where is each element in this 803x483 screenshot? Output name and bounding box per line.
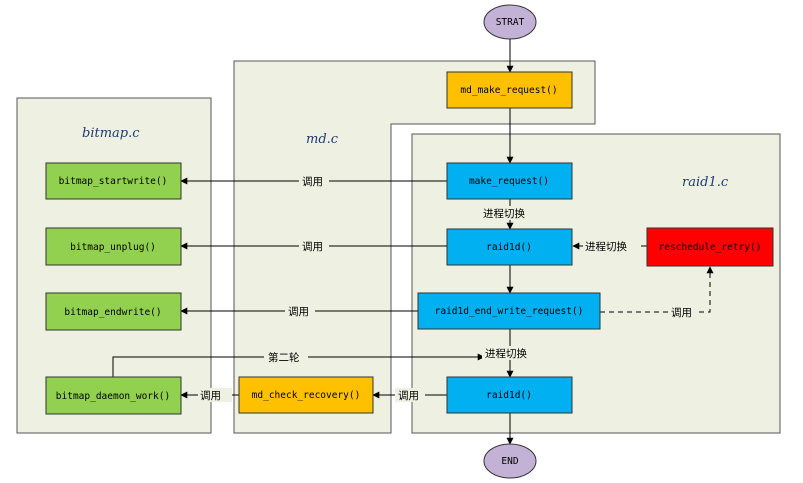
label-switch-3: 进程切换: [485, 347, 527, 360]
node-reschedule-retry: [646, 227, 774, 267]
node-bitmap-daemon-work-label: bitmap_daemon_work(): [56, 391, 170, 402]
node-raid1d-end-write-request: [417, 292, 601, 330]
node-bitmap-endwrite-label: bitmap_endwrite(): [64, 307, 161, 318]
region-md: [233, 60, 596, 434]
edge-call-reschedule: [600, 266, 714, 313]
node-bitmap-daemon-work: [45, 376, 182, 415]
label-call-daemon: 调用: [200, 390, 221, 402]
label-call-startwrite: 调用: [302, 176, 323, 188]
label-call-endwrite: 调用: [288, 306, 309, 318]
node-raid1d-top-label: raid1d(): [486, 242, 532, 253]
node-bitmap-startwrite: [45, 162, 182, 200]
node-raid1d-bottom-label: raid1d(): [486, 390, 532, 401]
node-make-request-label: make_request(): [469, 176, 549, 187]
node-start: [483, 4, 537, 40]
edge-second-round: [112, 353, 485, 377]
node-raid1d-top: [446, 228, 573, 266]
label-second-round: 第二轮: [268, 351, 300, 364]
node-bitmap-unplug: [45, 227, 182, 266]
node-md-make-request-label: md_make_request(): [460, 85, 557, 96]
node-raid1d-bottom: [446, 376, 573, 414]
node-bitmap-endwrite: [45, 292, 182, 331]
label-switch-1: 进程切换: [483, 207, 525, 220]
region-raid1-title: raid1.c: [682, 175, 729, 190]
node-start-label: STRAT: [496, 17, 525, 28]
region-bitmap-title: bitmap.c: [82, 126, 140, 141]
label-call-check-recovery: 调用: [398, 390, 419, 402]
node-reschedule-retry-label: reschedule_retry(): [659, 242, 762, 253]
node-md-check-recovery: [238, 376, 374, 414]
node-bitmap-startwrite-label: bitmap_startwrite(): [59, 176, 168, 187]
node-end-label: END: [501, 456, 518, 467]
node-md-check-recovery-label: md_check_recovery(): [252, 390, 361, 401]
label-call-unplug: 调用: [302, 241, 323, 253]
label-switch-2: 进程切换: [585, 240, 627, 253]
node-raid1d-end-write-request-label: raid1d_end_write_request(): [435, 306, 584, 317]
region-md-title: md.c: [306, 132, 339, 147]
label-call-reschedule: 调用: [671, 307, 692, 319]
node-md-make-request: [446, 71, 573, 109]
node-bitmap-unplug-label: bitmap_unplug(): [70, 242, 156, 253]
node-make-request: [446, 162, 573, 200]
node-end: [483, 443, 537, 479]
